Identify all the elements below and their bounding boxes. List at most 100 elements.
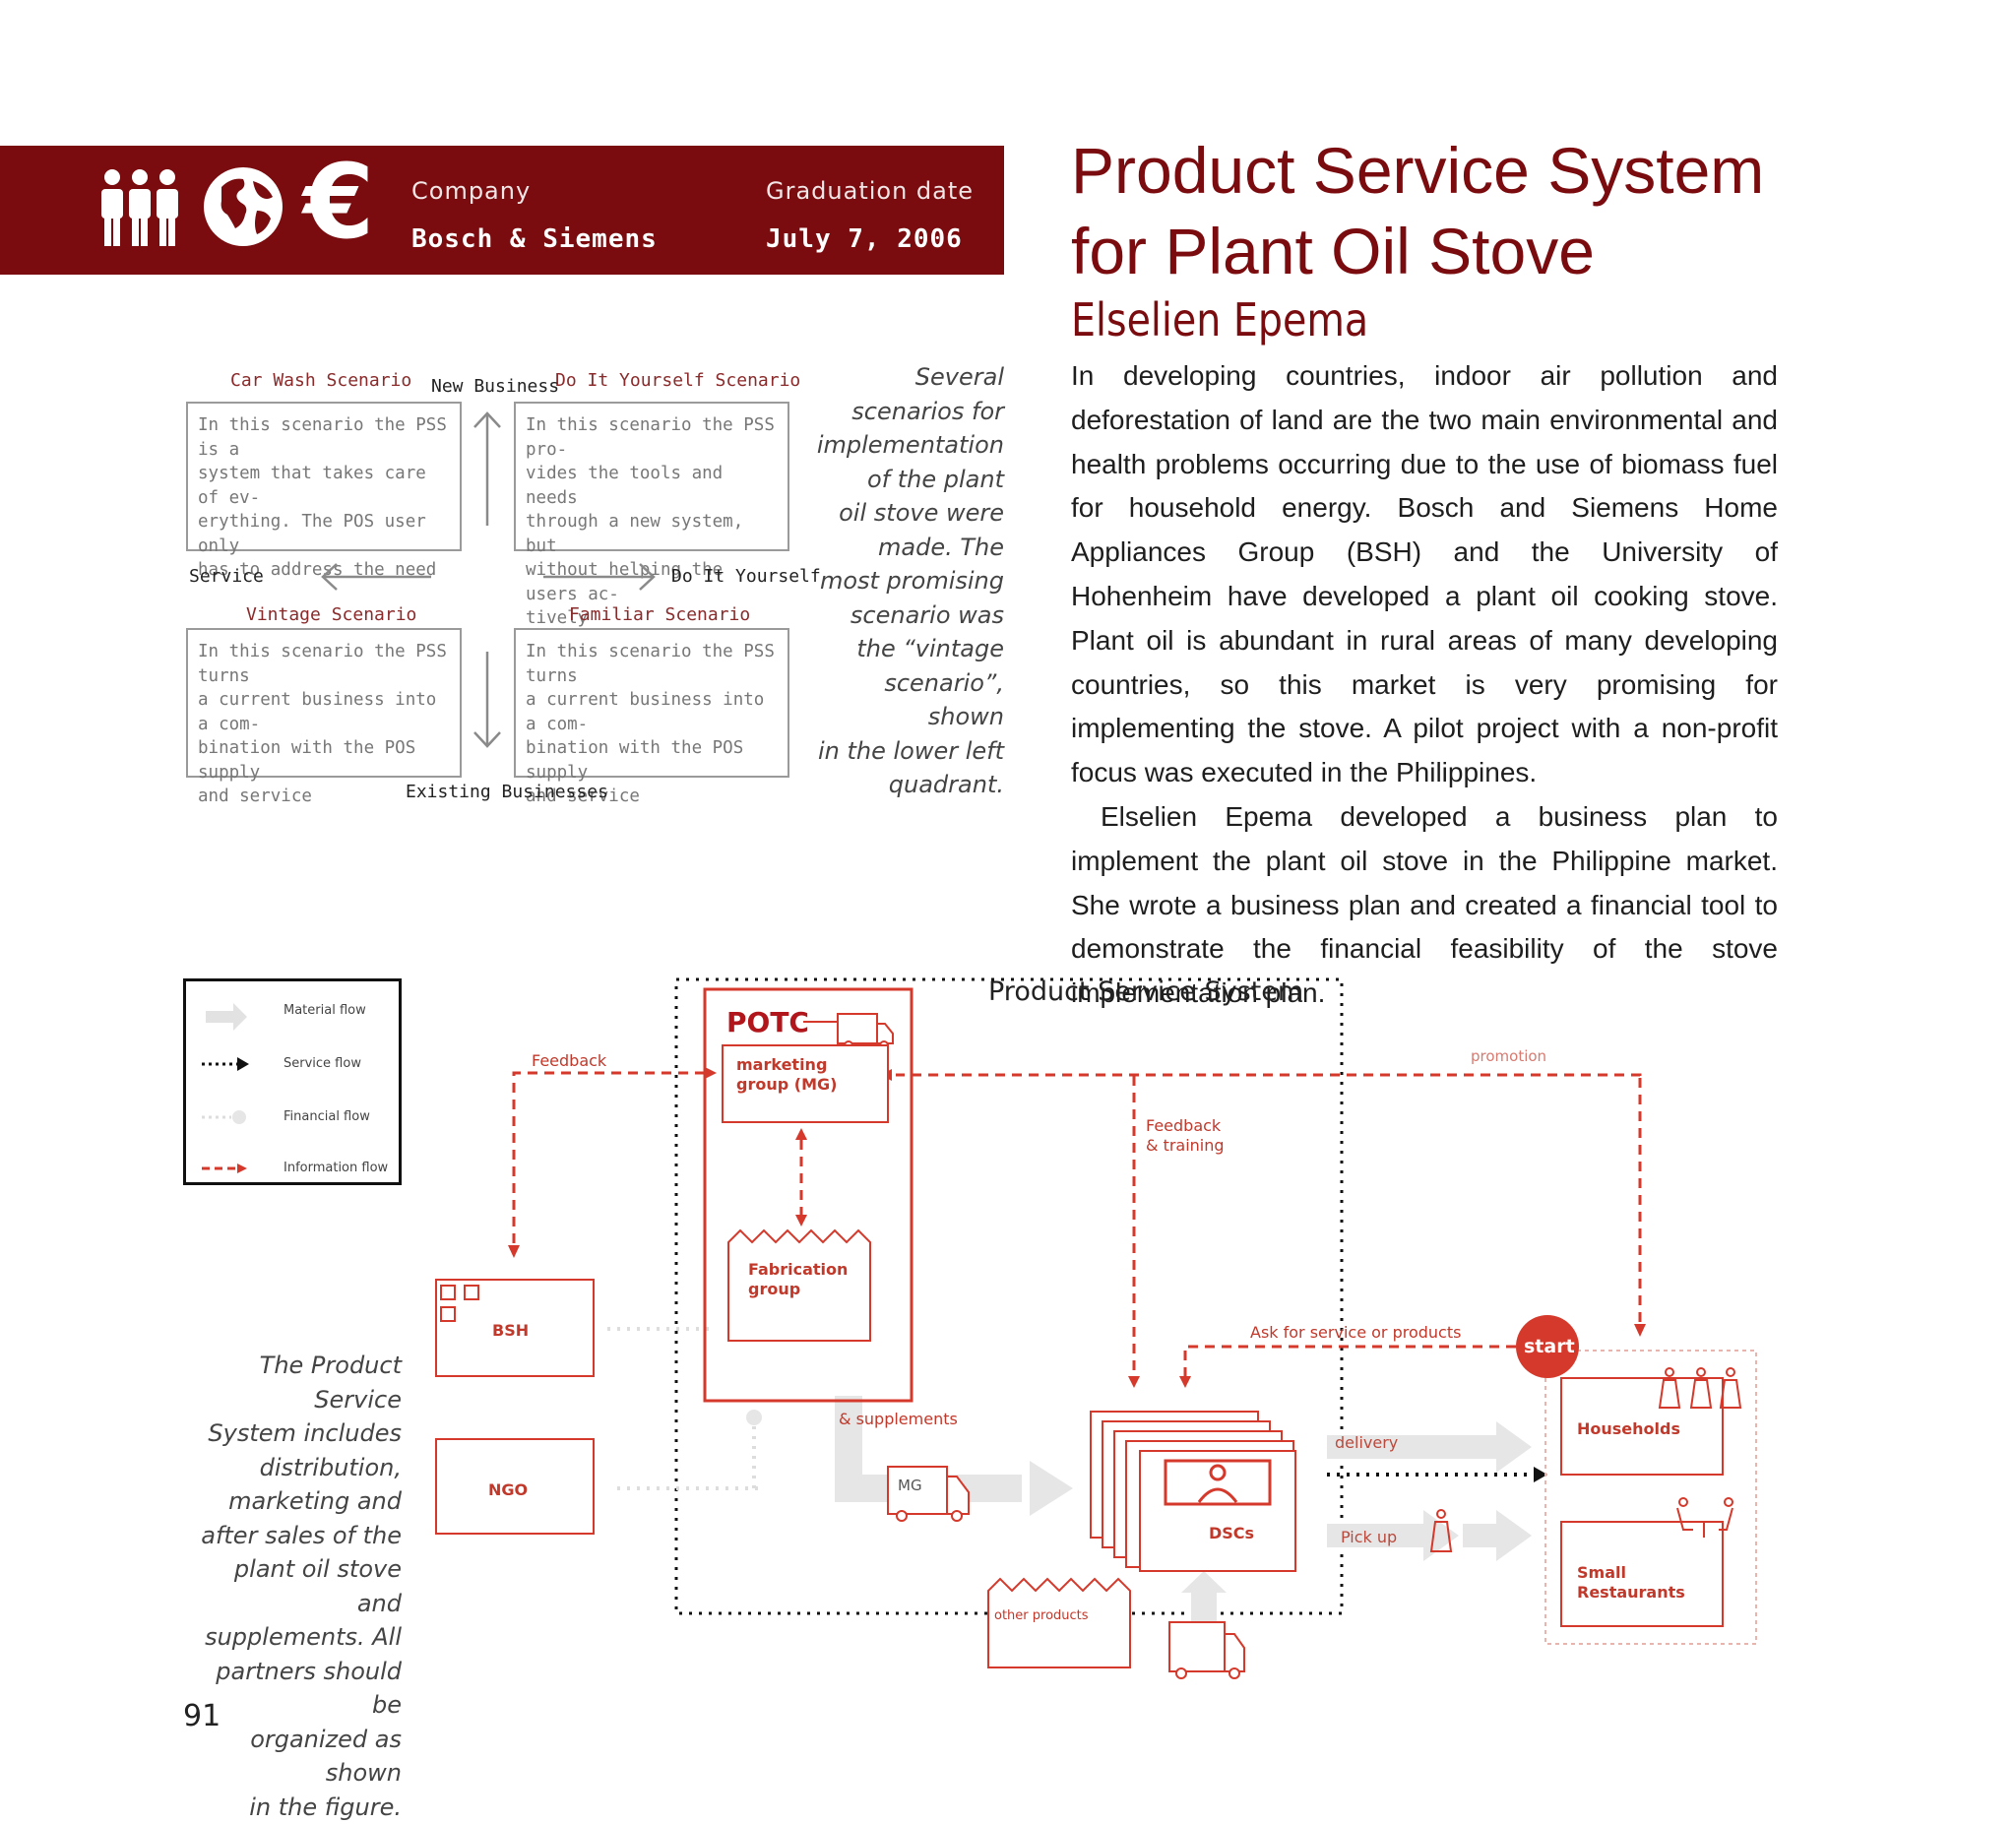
supplements-label: & supplements [839,1410,958,1428]
vintage-scenario-title: Vintage Scenario [246,604,417,625]
caption-line: scenario”, shown [884,668,1004,731]
vintage-scenario-box: In this scenario the PSS turns a current… [186,628,462,806]
diy-scenario-box: In this scenario the PSS pro- vides the … [514,402,789,628]
ngo-label: NGO [488,1480,529,1499]
small-restaurants-box [1560,1521,1724,1627]
familiar-scenario-box: In this scenario the PSS turns a current… [514,628,789,806]
bsh-label: BSH [492,1321,530,1340]
caption-line: implementation [816,431,1004,459]
pickup-label: Pick up [1341,1528,1398,1546]
small-restaurants-line-2: Restaurants [1577,1583,1685,1602]
customers-area [1544,1350,1757,1645]
axis-existing-businesses: Existing Businesses [406,782,608,802]
scenario-line: and service [526,786,640,806]
marketing-label-line-2: group (MG) [736,1075,838,1094]
pss-caption: The Product Service System includes dist… [183,1349,402,1824]
caption-line: partners should be [216,1657,402,1720]
caption-line: of the plant [866,465,1004,493]
legend-financial-flow: Financial flow [284,1109,370,1124]
scenario-axes [321,411,656,748]
pickup-person-icon [1429,1509,1453,1552]
scenario-line: In this scenario the PSS pro- [526,415,775,460]
caption-line: The Product Service [259,1352,402,1414]
company-label: Company [411,177,532,205]
flow-legend: Material flow Service flow Financial flo… [183,978,402,1185]
axis-do-it-yourself: Do It Yourself [671,566,821,587]
graduation-date-label: Graduation date [766,177,975,205]
scenario-line: a current business into a com- [198,690,437,734]
scenario-line: system that takes care of ev- [198,464,426,508]
scenario-line: tively [526,608,589,628]
caption-line: quadrant. [888,771,1004,798]
intro-paragraph-1: In developing countries, indoor air poll… [1071,360,1778,788]
header-banner: € Company Bosch & Siemens Graduation dat… [0,142,1004,275]
scenario-line: erything. The POS user only [198,512,426,556]
caption-line: scenarios for [851,397,1004,425]
restaurant-icon [1676,1497,1733,1538]
small-restaurants-line-1: Small [1577,1563,1626,1582]
start-marker [1516,1315,1579,1378]
caption-line: scenario was [850,600,1004,629]
mg-truck-icon [887,1466,970,1522]
car-wash-scenario-title: Car Wash Scenario [230,370,412,391]
potc-container [703,987,914,1403]
dscs-stack [1090,1411,1296,1572]
feedback-training-line-2: & training [1146,1136,1225,1155]
fabrication-label-line-2: group [748,1280,801,1298]
households-label: Households [1577,1419,1680,1438]
scenario-line: vides the tools and needs [526,464,724,508]
feedback-training-line-1: Feedback [1146,1116,1222,1135]
caption-line: marketing and [228,1487,402,1515]
scenario-line: through a new system, but [526,512,744,556]
dscs-label: DSCs [1209,1524,1255,1542]
feedback-training-label: Feedback & training [1146,1116,1225,1156]
marketing-group-box [722,1044,889,1123]
feedback-label: Feedback [532,1051,607,1070]
bsh-box [435,1279,595,1377]
car-wash-scenario-box: In this scenario the PSS is a system tha… [186,402,462,580]
bsh-logo-icon [440,1285,479,1322]
caption-line: System includes [208,1419,402,1447]
marketing-group-label: marketing group (MG) [736,1055,837,1095]
households-box [1560,1377,1724,1476]
diy-scenario-title: Do It Yourself Scenario [555,370,801,391]
intro-text: In developing countries, indoor air poll… [1071,354,1778,1016]
households-people-icon [1658,1367,1742,1409]
page-number: 91 [183,1699,221,1733]
legend-symbols [202,1003,249,1173]
caption-line: plant oil stove and [233,1555,402,1617]
bottom-truck-icon [1168,1621,1245,1679]
axis-new-business: New Business [431,376,560,397]
graduation-date-value: July 7, 2006 [766,224,963,254]
other-products-label: other products [994,1608,1089,1623]
caption-line: the “vintage [856,635,1004,662]
title-line-2: for Plant Oil Stove [1071,215,1595,287]
legend-material-flow: Material flow [284,1003,366,1018]
truck-icon [837,1013,894,1050]
scenario-line: bination with the POS supply [526,738,744,783]
scenario-line: In this scenario the PSS is a [198,415,447,460]
familiar-scenario-title: Familiar Scenario [569,604,751,625]
company-value: Bosch & Siemens [411,224,658,254]
small-restaurants-label: Small Restaurants [1577,1563,1685,1603]
fabrication-group-box [727,1228,871,1342]
scenario-line: In this scenario the PSS turns [198,642,447,686]
financial-flows [607,1327,758,1490]
euro-icon: € [303,142,375,262]
people-icon [101,169,178,246]
fabrication-group-label: Fabrication group [748,1260,848,1299]
scenario-line: has to address the need [198,560,437,580]
delivery-label: delivery [1335,1433,1399,1452]
potc-label: POTC [726,1006,809,1038]
caption-line: after sales of the [201,1521,402,1549]
start-label: start [1524,1336,1575,1357]
scenario-line: and service [198,786,312,806]
scenarios-caption: Several scenarios for implementation of … [807,360,1004,802]
caption-line: in the lower left [817,736,1004,765]
scenario-diagram: Car Wash Scenario Do It Yourself Scenari… [183,364,821,817]
scenario-line: In this scenario the PSS turns [526,642,775,686]
caption-line: most promising [819,567,1004,595]
page-title: Product Service System for Plant Oil Sto… [1071,130,1957,291]
ngo-box [435,1438,595,1535]
